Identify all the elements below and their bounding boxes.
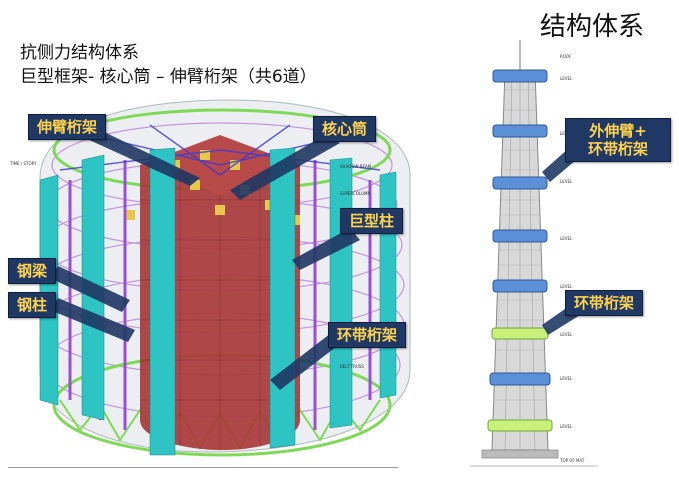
svg-text:TOP OF MAT: TOP OF MAT <box>559 458 585 463</box>
right-title: 结构体系 <box>540 12 645 42</box>
svg-text:LEVEL: LEVEL <box>560 76 573 81</box>
elevation-band-belt <box>487 419 553 432</box>
callout-steel-column: 钢柱 <box>8 292 57 318</box>
callout-belt-truss: 环带桁架 <box>328 322 407 348</box>
svg-text:LEVEL: LEVEL <box>560 376 573 381</box>
callout-outrigger-truss: 伸臂桁架 <box>28 114 107 140</box>
elevation-band-outrigger <box>492 176 548 190</box>
callout-outrigger-belt: 外伸臂+ 环带桁架 <box>565 118 671 162</box>
callout-core: 核心筒 <box>313 116 377 142</box>
callout-steel-beam: 钢梁 <box>8 258 57 284</box>
diagram-subtitle: 巨型框架- 核心筒 – 伸臂桁架（共6道） <box>20 67 317 87</box>
elevation-band-outrigger <box>492 229 548 243</box>
annotation-text: TIME / STORY <box>9 161 37 166</box>
divider-line <box>8 467 398 468</box>
elevation-band-outrigger <box>492 69 548 83</box>
diagram-title: 抗侧力结构体系 <box>20 43 139 63</box>
annotation-text: SUPERCOLUMN <box>340 191 370 196</box>
svg-text:LEVEL: LEVEL <box>560 332 573 337</box>
svg-text:ROOF: ROOF <box>560 54 572 59</box>
callout-belt-truss-right: 环带桁架 <box>565 290 644 316</box>
svg-text:LEVEL: LEVEL <box>560 424 573 429</box>
callout-outrigger-belt-line2: 环带桁架 <box>587 140 648 158</box>
elevation-band-outrigger <box>492 279 548 293</box>
elevation-band-outrigger <box>492 124 548 138</box>
callout-outrigger-belt-line1: 外伸臂+ <box>589 122 647 140</box>
callout-mega-column: 巨型柱 <box>340 208 404 234</box>
svg-text:LEVEL: LEVEL <box>560 236 573 241</box>
annotation-text: SHADOW BEAM <box>340 164 372 169</box>
annotation-text: BELT TRUSS <box>340 364 364 369</box>
elevation-band-outrigger <box>489 372 551 386</box>
svg-text:LEVEL: LEVEL <box>560 179 573 184</box>
svg-text:LEVEL: LEVEL <box>560 284 573 289</box>
